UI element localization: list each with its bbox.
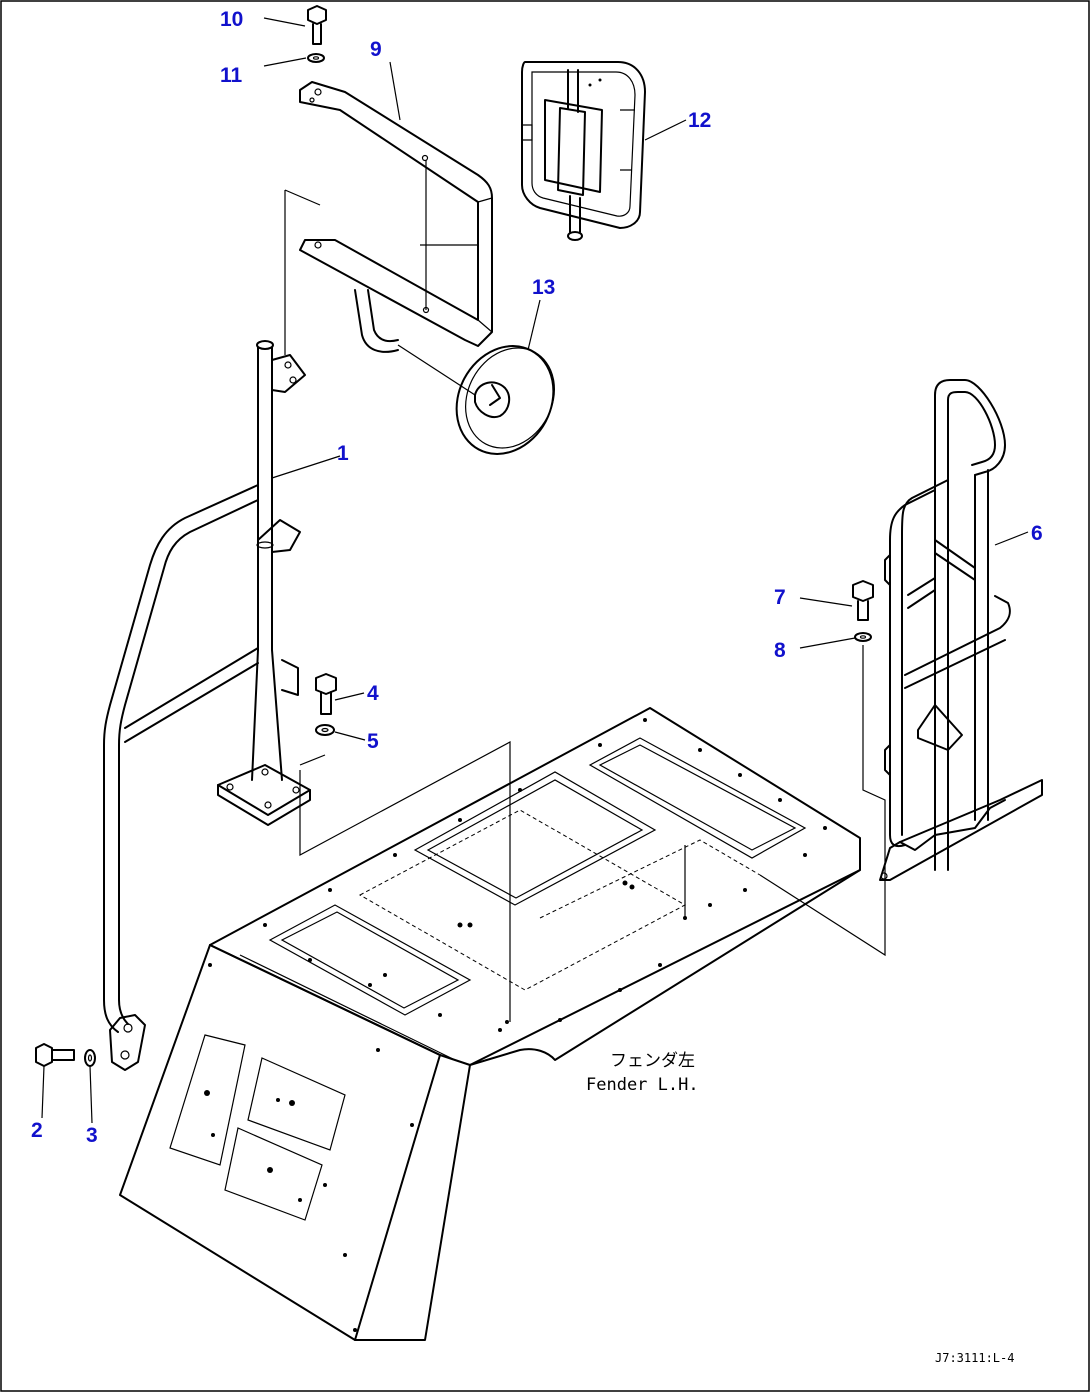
washer-3 (84, 1049, 96, 1067)
callout-11: 11 (220, 64, 243, 87)
drawing-code: J7:3111:L-4 (935, 1351, 1014, 1365)
leader-lines (41, 17, 1029, 1124)
washer-11 (307, 53, 325, 63)
bolt-7 (852, 580, 874, 621)
fender-label-jp: フェンダ左 (610, 1051, 695, 1071)
callout-1: 1 (337, 442, 349, 465)
callout-9: 9 (370, 38, 382, 61)
callout-12: 12 (688, 109, 711, 132)
callout-5: 5 (367, 730, 379, 753)
callout-10: 10 (220, 8, 243, 31)
bolt-4 (315, 673, 337, 715)
mirror-stay-9 (299, 81, 493, 353)
washer-5 (315, 724, 335, 736)
callout-7: 7 (774, 586, 786, 609)
callouts: 10 11 9 12 13 1 4 5 6 7 8 2 3 (31, 8, 1043, 1147)
fender-label-en: Fender L.H. (586, 1075, 699, 1095)
handrail-6 (879, 379, 1043, 881)
callout-8: 8 (774, 639, 786, 662)
callout-4: 4 (367, 682, 379, 705)
callout-6: 6 (1031, 522, 1043, 545)
handrail-mirror-stay (103, 340, 311, 1071)
bolt-2 (35, 1043, 75, 1067)
mirror-13 (455, 345, 555, 455)
bolt-10 (307, 5, 327, 45)
assembly-lines (284, 160, 886, 1022)
callout-2: 2 (31, 1119, 43, 1142)
mirror-12 (521, 61, 646, 241)
callout-13: 13 (532, 276, 555, 299)
callout-3: 3 (86, 1124, 98, 1147)
washer-8 (854, 632, 872, 642)
